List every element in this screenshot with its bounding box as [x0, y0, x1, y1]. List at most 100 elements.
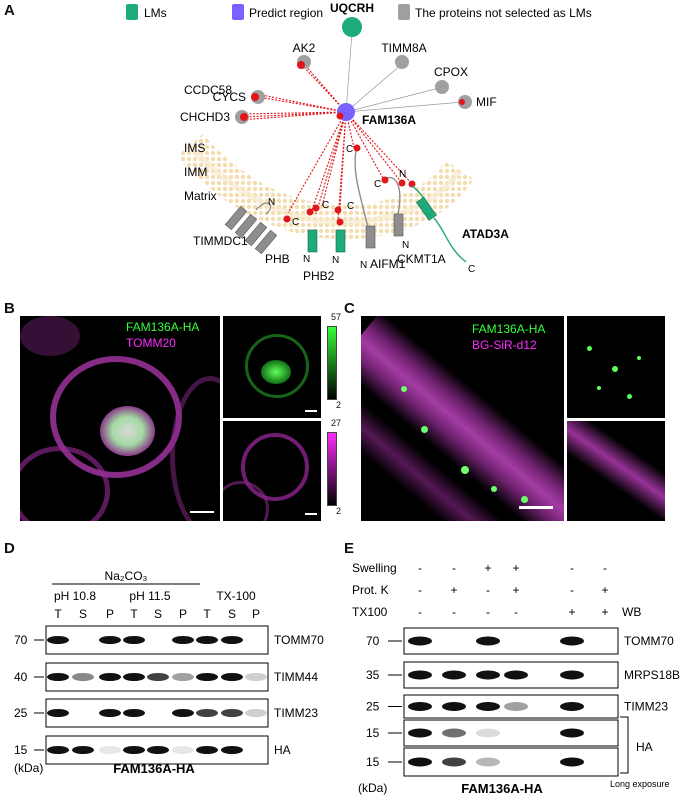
ckmt1a-n: N — [402, 240, 409, 251]
chchd3-label: CHCHD3 — [180, 110, 230, 124]
panel-c-label-magenta: BG-SiR-d12 — [472, 338, 537, 352]
panel-e-band — [442, 728, 466, 738]
phb-label: PHB — [265, 252, 290, 266]
link-lines — [239, 62, 413, 221]
magenta-colorbar — [327, 432, 337, 506]
panel-c-magenta-image — [567, 421, 665, 521]
panel-e-band — [560, 728, 584, 738]
svg-text:T: T — [54, 607, 62, 621]
panel-d-band — [47, 673, 69, 681]
svg-text:P: P — [179, 607, 187, 621]
phb2-n: N — [332, 255, 339, 266]
svg-text:T: T — [203, 607, 211, 621]
svg-text:S: S — [79, 607, 87, 621]
panel-d-band — [99, 746, 121, 754]
panel-b-merge-image — [20, 316, 220, 521]
fam136a-dot — [336, 112, 344, 120]
panel-e-condition-value: - — [418, 561, 422, 575]
panel-e-protein-name: TIMM23 — [624, 700, 668, 714]
panel-e-band — [408, 702, 432, 711]
svg-text:T: T — [130, 607, 138, 621]
panel-e-condition-value: - — [570, 583, 574, 597]
legend-lm-swatch — [126, 4, 138, 20]
panel-d-kda: (kDa) — [14, 761, 43, 775]
panel-d-band — [221, 636, 243, 644]
panel-e-condition-value: - — [418, 583, 422, 597]
grey-node-chchd3 — [235, 110, 249, 124]
timmdc1-label: TIMMDC1 — [193, 234, 248, 248]
panel-d-mw: 70 — [14, 633, 28, 647]
ak2-label: AK2 — [293, 41, 316, 55]
panel-d-protein-name: TOMM70 — [274, 633, 324, 647]
panel-d-mw: 25 — [14, 706, 28, 720]
panel-d-mw: 40 — [14, 670, 28, 684]
panel-e-band — [408, 636, 432, 646]
panel-b-magenta-image — [223, 421, 321, 521]
panel-e-band — [476, 670, 500, 680]
panel-letter-c: C — [344, 300, 355, 317]
panel-e-condition-value: + — [484, 561, 491, 575]
fam136a-label: FAM136A — [362, 113, 416, 127]
timm8a-label: TIMM8A — [381, 41, 426, 55]
panel-e-band — [442, 702, 466, 711]
phb-n: N — [303, 254, 310, 265]
panel-d-band — [123, 673, 145, 681]
panel-d-band — [123, 636, 145, 644]
panel-e-condition-value: + — [450, 583, 457, 597]
panel-d-band — [172, 746, 194, 754]
panel-e-condition-value: - — [514, 605, 518, 619]
panel-e-band — [442, 670, 466, 680]
panel-d-band — [47, 746, 69, 754]
panel-e-blot-box — [403, 627, 619, 655]
panel-d-band — [123, 746, 145, 754]
panel-d-group-0: pH 10.8 — [54, 589, 96, 603]
imm-label: IMM — [184, 165, 207, 179]
panel-e-condition-value: - — [452, 561, 456, 575]
panel-d-mw: 15 — [14, 743, 28, 757]
panel-e-band — [408, 728, 432, 738]
legend-grey-label: The proteins not selected as LMs — [415, 6, 592, 20]
panel-d-protein-name: TIMM44 — [274, 670, 318, 684]
panel-letter-d: D — [4, 540, 15, 557]
phb2-c: C — [347, 201, 354, 212]
svg-text:P: P — [106, 607, 114, 621]
panel-e-blot-box — [403, 694, 619, 719]
ccdc58-label: CCDC58 — [184, 83, 232, 97]
panel-letter-a: A — [4, 2, 15, 19]
panel-d-western-blot: Na₂CO₃ pH 10.8 pH 11.5 TX-100 T S P T S … — [14, 569, 324, 776]
panel-e-band — [408, 757, 432, 767]
panel-e-condition-value: - — [603, 561, 607, 575]
aifm1-c: C — [346, 144, 353, 155]
panel-d-band — [72, 746, 94, 754]
ckmt1a-c: C — [374, 179, 381, 190]
panel-e-protein-name: MRPS18B — [624, 668, 680, 682]
panel-d-band — [196, 636, 218, 644]
panel-e-condition-value: - — [486, 583, 490, 597]
panel-d-band — [221, 709, 243, 717]
panel-e-mw: 35 — [366, 668, 380, 682]
panel-d-group-1: pH 11.5 — [129, 589, 170, 603]
aifm1-protein — [365, 225, 376, 249]
panel-e-condition-name: Swelling — [352, 561, 397, 575]
panel-d-band — [47, 709, 69, 717]
grey-node-ak2 — [297, 55, 311, 69]
uqcrh-label: UQCRH — [330, 1, 374, 15]
matrix-label: Matrix — [184, 189, 217, 203]
aifm1-label: AIFM1 — [370, 257, 406, 271]
ckmt1a-label: CKMT1A — [397, 252, 446, 266]
panel-e-condition-value: - — [418, 605, 422, 619]
phb-c: C — [322, 200, 329, 211]
panel-e-condition-name: TX100 — [352, 605, 388, 619]
panel-c-green-image — [567, 316, 665, 418]
panel-e-protein-name: TOMM70 — [624, 634, 674, 648]
timmdc1-c: C — [292, 217, 299, 228]
panel-d-band — [245, 673, 267, 681]
panel-d-band — [172, 673, 194, 681]
panel-e-kda: (kDa) — [358, 781, 387, 795]
panel-b-label-magenta: TOMM20 — [126, 336, 176, 350]
panel-e-band — [560, 757, 584, 767]
panel-d-footer: FAM136A-HA — [113, 761, 195, 776]
panel-e-condition-value: - — [486, 605, 490, 619]
atad3a-n: N — [399, 169, 406, 180]
panel-c-label-green: FAM136A-HA — [472, 322, 546, 336]
